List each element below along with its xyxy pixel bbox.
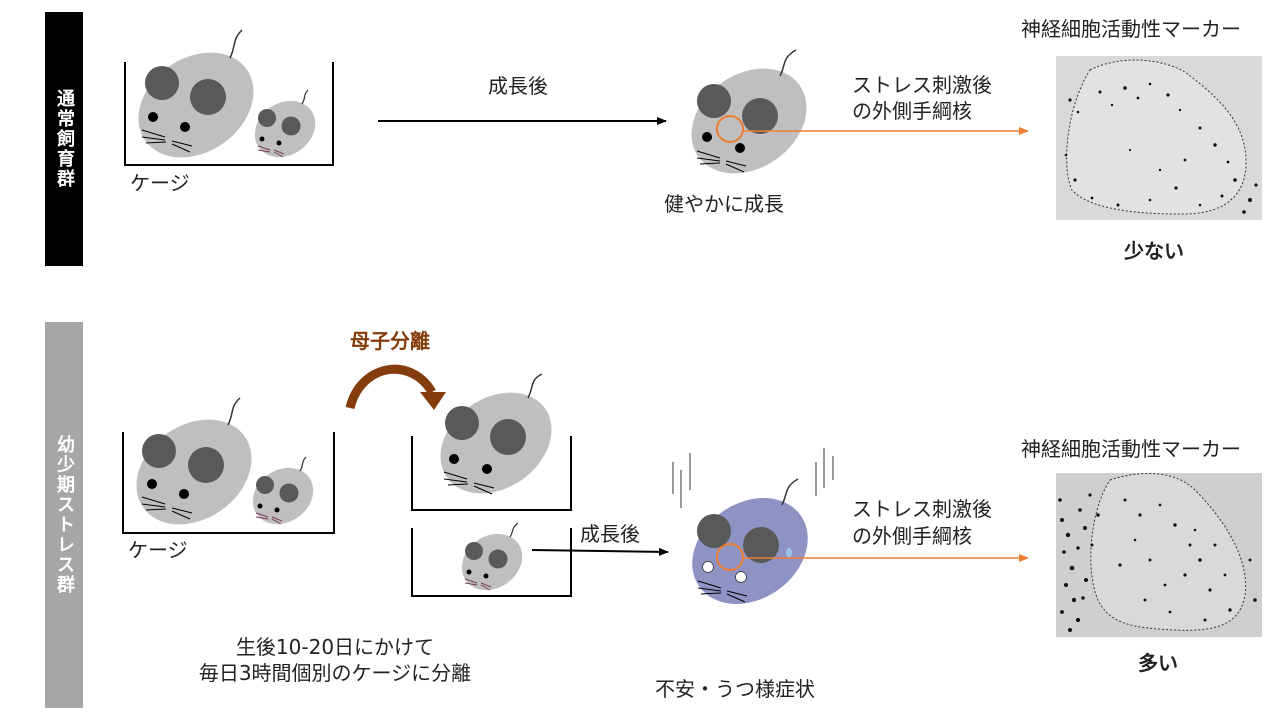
- stress-label-normal-1: ストレス刺激後: [852, 73, 992, 97]
- pup-mouse-normal: [254, 89, 316, 158]
- separated-mother-mouse: [440, 373, 552, 495]
- micrograph-stress: [1056, 472, 1262, 637]
- outcome-stress: 不安・うつ様症状: [655, 677, 815, 701]
- group-label-normal-text: 通常飼育群: [54, 89, 75, 189]
- stress-label-normal-2: の外側手綱核: [852, 99, 972, 123]
- note-line-2: 毎日3時間個別のケージに分離: [198, 661, 472, 685]
- cage-label-stress: ケージ: [128, 538, 188, 562]
- result-stress: 多い: [1138, 651, 1178, 675]
- micrograph-normal: [1056, 56, 1262, 220]
- mother-mouse-stress: [136, 397, 252, 525]
- marker-title-normal: 神経細胞活動性マーカー: [1021, 17, 1241, 41]
- stress-label-stress-1: ストレス刺激後: [852, 497, 992, 521]
- marker-title-stress: 神経細胞活動性マーカー: [1021, 437, 1241, 461]
- cage-normal: [124, 62, 334, 166]
- growth-label-stress: 成長後: [580, 522, 640, 546]
- adult-mouse-stress: [692, 478, 808, 605]
- stress-label-stress-2: の外側手綱核: [852, 524, 972, 548]
- separation-title: 母子分離: [350, 329, 430, 353]
- group-label-normal: 通常飼育群: [45, 12, 83, 266]
- tremble-lines: [672, 448, 834, 508]
- adult-mouse-normal: [691, 49, 807, 174]
- mother-mouse-normal: [138, 29, 254, 158]
- pup-mouse-stress: [252, 456, 314, 525]
- cage-label-normal: ケージ: [130, 171, 190, 195]
- growth-arrow-stress: [531, 547, 669, 556]
- outcome-normal: 健やかに成長: [664, 192, 784, 216]
- separated-mother-cage: [411, 436, 572, 511]
- note-line-1: 生後10-20日にかけて: [235, 635, 435, 659]
- separated-pup-mouse: [461, 522, 523, 591]
- group-label-stress-text: 幼少期ストレス群: [54, 435, 75, 595]
- result-normal: 少ない: [1124, 239, 1184, 263]
- group-label-stress: 幼少期ストレス群: [45, 322, 83, 708]
- separation-arrow: [345, 364, 436, 410]
- growth-label-normal: 成長後: [488, 74, 548, 98]
- cage-stress: [122, 432, 335, 534]
- separated-pup-cage: [411, 528, 572, 597]
